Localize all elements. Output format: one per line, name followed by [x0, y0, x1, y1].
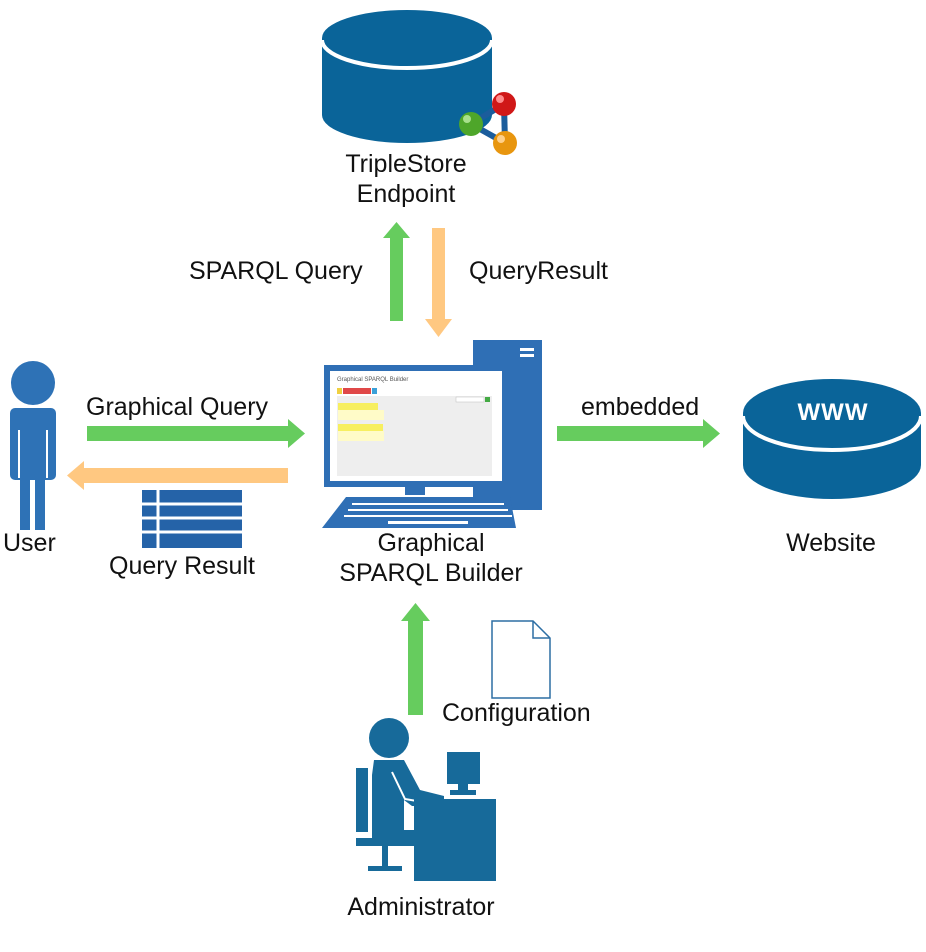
- sparql-query-arrow: [383, 222, 410, 321]
- triplestore-label-line2: Endpoint: [356, 180, 456, 208]
- query-result-store-label: QueryResult: [469, 257, 608, 285]
- website-database-icon: [741, 379, 923, 499]
- triplestore-label-line1: TripleStore: [345, 150, 467, 178]
- www-badge: WWW: [797, 399, 869, 426]
- configuration-arrow: [401, 603, 430, 715]
- query-result-arrow-down: [425, 228, 452, 337]
- table-icon: [142, 490, 242, 548]
- rdf-graph-icon: [459, 92, 517, 155]
- database-icon: [320, 10, 494, 143]
- builder-label-line1: Graphical: [377, 529, 485, 557]
- administrator-label: Administrator: [347, 893, 495, 921]
- computer-icon: [322, 340, 542, 528]
- administrator-icon: [356, 718, 496, 881]
- builder-label-line2: SPARQL Builder: [339, 559, 523, 587]
- query-result-arrow-left: [67, 461, 288, 490]
- document-icon: [491, 620, 551, 699]
- website-label: Website: [786, 529, 876, 557]
- embedded-arrow: [557, 419, 720, 448]
- user-label: User: [3, 529, 56, 557]
- embedded-label: embedded: [581, 393, 700, 421]
- query-result-user-label: Query Result: [109, 552, 255, 580]
- screen-title: Graphical SPARQL Builder: [337, 377, 409, 383]
- person-icon: [10, 361, 56, 530]
- sparql-query-label: SPARQL Query: [189, 257, 363, 285]
- graphical-query-label: Graphical Query: [86, 393, 269, 421]
- configuration-label: Configuration: [442, 699, 591, 727]
- graphical-query-arrow: [87, 419, 305, 448]
